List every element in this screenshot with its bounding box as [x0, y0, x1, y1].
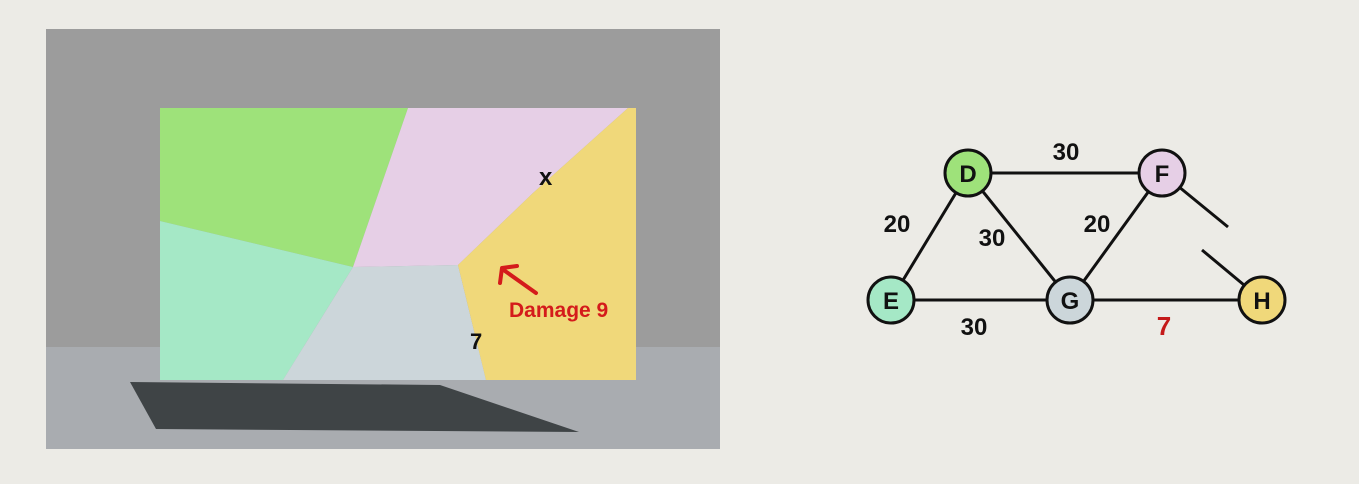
node-e: E — [866, 275, 916, 325]
weighted-graph: 30 20 30 20 30 7 D F E G H — [866, 139, 1287, 341]
region-mint — [160, 221, 353, 380]
weight-g-h: 7 — [1157, 311, 1171, 341]
node-g-label: G — [1061, 288, 1080, 315]
node-d: D — [943, 148, 993, 198]
weight-f-g: 20 — [1084, 211, 1111, 238]
weight-d-g: 30 — [979, 225, 1006, 252]
region-green — [160, 108, 408, 267]
region-gray-blue — [283, 265, 486, 380]
node-g: G — [1045, 275, 1095, 325]
edge-d-e — [889, 172, 970, 301]
node-h: H — [1237, 275, 1287, 325]
region-pink — [353, 108, 628, 267]
marker-x: x — [539, 164, 553, 191]
edge-f-g — [1068, 172, 1164, 301]
node-f: F — [1137, 148, 1187, 198]
node-d-label: D — [959, 161, 976, 188]
floor-shadow — [130, 382, 579, 432]
scene-illustration: x 7 Damage 9 — [46, 29, 720, 449]
node-f-label: F — [1155, 161, 1170, 188]
marker-7: 7 — [470, 329, 482, 354]
weight-d-e: 20 — [884, 211, 911, 238]
weight-d-f: 30 — [1053, 139, 1080, 166]
weight-e-g: 30 — [961, 314, 988, 341]
node-e-label: E — [883, 288, 899, 315]
damage-label: Damage 9 — [509, 299, 608, 322]
damage-arrow-icon — [498, 264, 538, 295]
region-yellow — [458, 108, 636, 380]
edge-d-g — [966, 172, 1072, 301]
node-h-label: H — [1253, 288, 1270, 315]
